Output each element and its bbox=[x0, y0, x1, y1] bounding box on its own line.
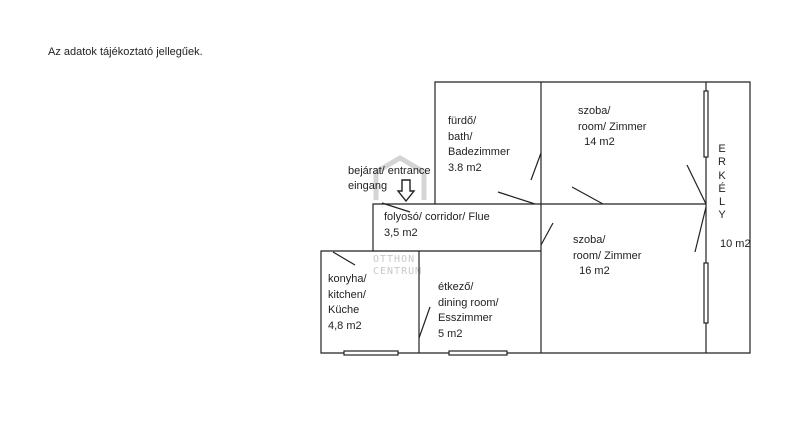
room-dining: étkező/dining room/Esszimmer 5 m2 bbox=[438, 280, 499, 342]
room-bedroom-14: szoba/room/ Zimmer 14 m2 bbox=[578, 104, 646, 151]
balcony-door-top bbox=[686, 164, 707, 205]
room-area: 16 m2 bbox=[573, 265, 610, 277]
disclaimer-note: Az adatok tájékoztató jellegűek. bbox=[48, 46, 203, 58]
balcony-letter: E bbox=[718, 143, 726, 155]
room-label: bath/ bbox=[448, 130, 473, 143]
dining-door bbox=[418, 306, 431, 339]
room16-door bbox=[540, 222, 554, 246]
balcony-letter: L bbox=[718, 196, 726, 209]
room-area: 5 m2 bbox=[438, 327, 463, 340]
balcony-area: 10 m2 bbox=[720, 238, 751, 250]
entrance-door bbox=[381, 202, 411, 213]
room-bedroom-16: szoba/room/ Zimmer 16 m2 bbox=[573, 233, 641, 280]
windows bbox=[343, 90, 709, 356]
room-bath: fürdő/bath/Badezimmer 3.8 m2 bbox=[448, 114, 510, 176]
room-area: 4,8 m2 bbox=[328, 319, 362, 332]
room-label: room/ Zimmer bbox=[573, 249, 642, 262]
house-logo-icon bbox=[373, 155, 427, 200]
balcony-letter: Y bbox=[718, 209, 726, 222]
room-label: room/ Zimmer bbox=[578, 120, 647, 133]
room-area: 3.8 m2 bbox=[448, 161, 482, 174]
room-label: konyha/ bbox=[328, 273, 367, 285]
room14-door bbox=[571, 186, 604, 205]
balcony-letter: K bbox=[718, 169, 726, 182]
balcony-door-bottom bbox=[694, 206, 707, 253]
room-label: szoba/ bbox=[578, 105, 611, 117]
entrance-arrow-icon bbox=[396, 179, 416, 203]
room-corridor: folyosó/ corridor/ Flue 3,5 m2 bbox=[384, 210, 490, 241]
dining-window bbox=[448, 350, 508, 356]
room-kitchen: konyha/kitchen/Küche 4,8 m2 bbox=[328, 272, 367, 334]
entrance-label: bejárat/ entrance eingang bbox=[348, 164, 431, 194]
bath-door bbox=[497, 191, 536, 205]
entrance-label-line2: eingang bbox=[348, 180, 388, 192]
room-label: folyosó/ corridor/ Flue bbox=[384, 211, 490, 223]
room-label: étkező/ bbox=[438, 281, 474, 293]
room-label: Badezimmer bbox=[448, 146, 510, 158]
room-label: kitchen/ bbox=[328, 288, 366, 301]
balcony-letter: É bbox=[718, 182, 726, 195]
room-label: dining room/ bbox=[438, 296, 499, 309]
balcony-letter: R bbox=[718, 156, 726, 169]
outer-wall bbox=[320, 81, 751, 354]
room-label: Küche bbox=[328, 304, 360, 316]
kitchen-window bbox=[343, 350, 399, 356]
room-label: szoba/ bbox=[573, 234, 606, 246]
bath-door-2 bbox=[530, 152, 542, 181]
kitchen-door bbox=[332, 251, 356, 266]
room-label: fürdő/ bbox=[448, 115, 477, 127]
room-area: 14 m2 bbox=[578, 136, 615, 148]
watermark-line1: OTTHON bbox=[373, 254, 416, 265]
balcony-window-top bbox=[703, 90, 709, 158]
entrance-label-line1: bejárat/ entrance bbox=[348, 165, 431, 177]
door-swings bbox=[332, 152, 707, 339]
balcony-window-bottom bbox=[703, 262, 709, 324]
watermark-line2: CENTRUM bbox=[373, 266, 423, 277]
room-label: Esszimmer bbox=[438, 312, 493, 324]
room-area: 3,5 m2 bbox=[384, 226, 418, 239]
